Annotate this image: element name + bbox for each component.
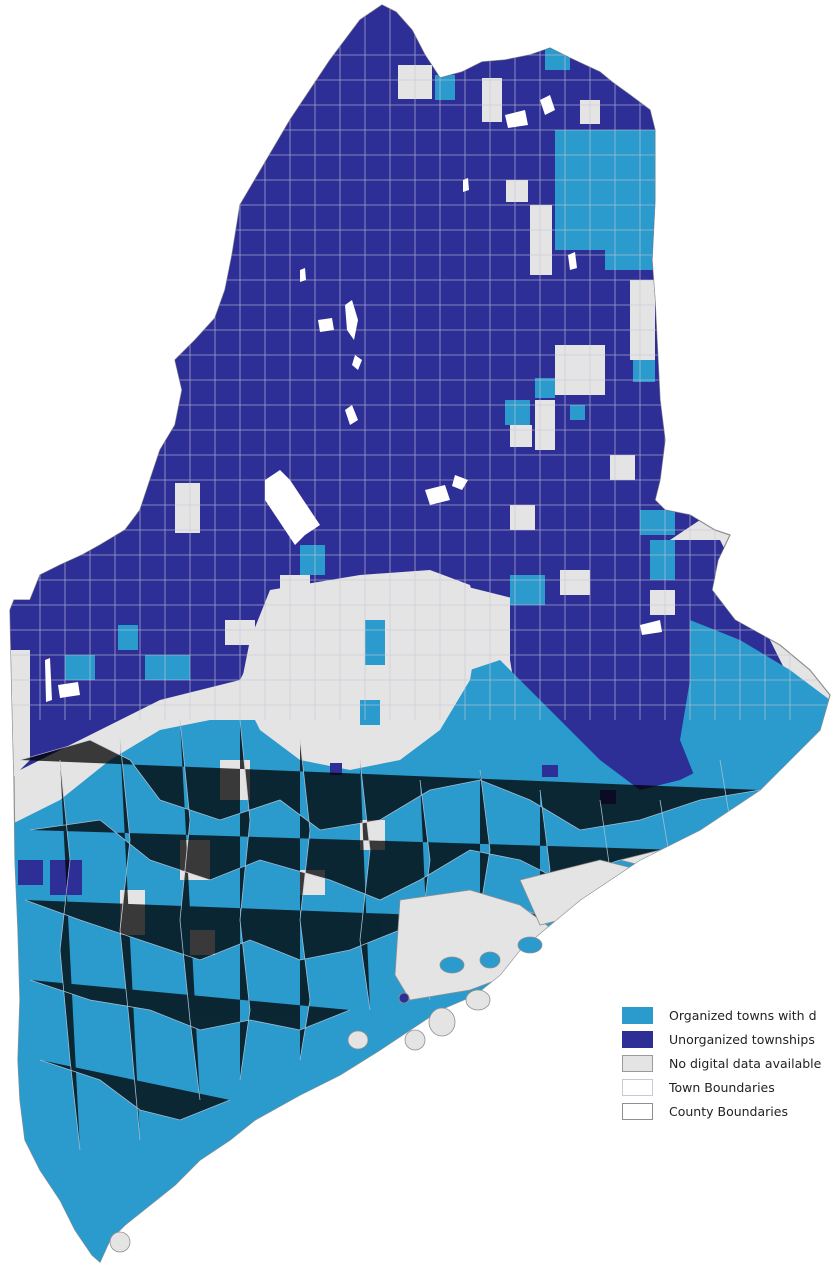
legend-label-town-boundaries: Town Boundaries [669, 1079, 775, 1095]
no-data-region-west [10, 650, 30, 790]
organized-region-northeast [555, 130, 655, 270]
legend-swatch-no-data [622, 1054, 653, 1072]
legend-swatch-county-boundaries [622, 1102, 653, 1120]
legend-item-no-data: No digital data available [622, 1053, 821, 1073]
legend-label-county-boundaries: County Boundaries [669, 1103, 788, 1119]
legend-swatch-unorganized [622, 1030, 653, 1048]
legend-item-organized: Organized towns with d [622, 1005, 817, 1025]
legend-label-unorganized: Unorganized townships [669, 1031, 815, 1047]
no-data-region-central [240, 570, 480, 770]
legend-swatch-organized [622, 1006, 653, 1024]
map-legend: Organized towns with d Unorganized towns… [622, 1005, 837, 1125]
islands [109, 936, 543, 1253]
legend-item-unorganized: Unorganized townships [622, 1029, 815, 1049]
legend-label-no-data: No digital data available [669, 1055, 822, 1071]
lakes [45, 95, 662, 702]
legend-item-county-boundaries: County Boundaries [622, 1101, 788, 1121]
legend-swatch-town-boundaries [622, 1078, 653, 1096]
legend-item-town-boundaries: Town Boundaries [622, 1077, 775, 1097]
legend-label-organized: Organized towns with d [669, 1007, 817, 1023]
